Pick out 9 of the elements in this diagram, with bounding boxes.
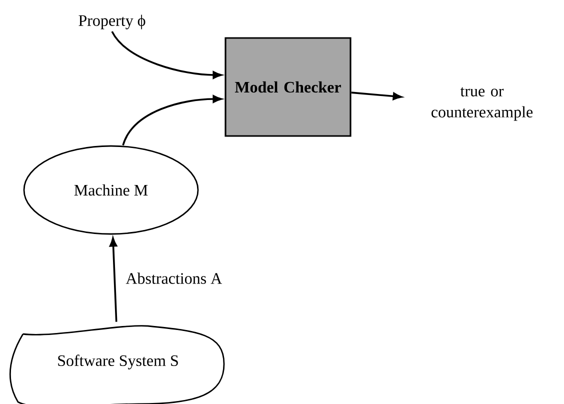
arrow: [111, 30, 222, 79]
arrow: [109, 238, 118, 322]
software-system-blob: Software System S: [10, 325, 225, 404]
result-label: true or counterexample: [432, 87, 533, 121]
arrow: [122, 95, 222, 146]
arrow: [351, 92, 402, 100]
property-label: Property ϕ: [78, 14, 146, 30]
edge-label: Abstractions A: [124, 272, 224, 285]
model-checker-box: Model Checker: [224, 37, 352, 137]
